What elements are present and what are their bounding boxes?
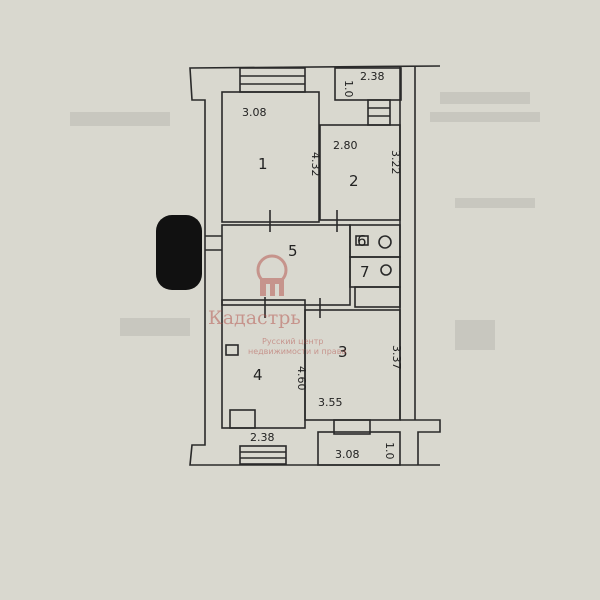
room-1-label: 1 bbox=[258, 155, 268, 173]
watermark-brand: Кадастрь bbox=[208, 307, 301, 329]
watermark-emblem bbox=[256, 254, 288, 296]
bathtub bbox=[354, 286, 401, 308]
room-4-length-dimension: 4.60 bbox=[295, 366, 308, 391]
room-3-length-dimension: 3.37 bbox=[390, 345, 403, 370]
room-3-label: 3 bbox=[338, 343, 348, 361]
watermark-subtitle-2: недвижимости и права bbox=[248, 347, 346, 356]
balcony-top-width-dimension: 2.38 bbox=[360, 70, 385, 83]
balcony-top-depth-dimension: 1.0 bbox=[342, 80, 355, 98]
stove-icon bbox=[229, 409, 256, 429]
room-1-length-dimension: 4.32 bbox=[309, 152, 322, 177]
sink-icon bbox=[378, 235, 392, 249]
bottom-window bbox=[239, 445, 287, 465]
balcony-bottom-depth-dimension: 1.0 bbox=[383, 442, 396, 460]
balcony-bottom-width-dimension: 3.08 bbox=[335, 448, 360, 461]
background-traces bbox=[70, 92, 540, 350]
top-window bbox=[239, 67, 306, 93]
room-2-outline bbox=[319, 124, 401, 221]
outer-wall bbox=[189, 65, 441, 466]
balcony-bottom-door bbox=[333, 419, 371, 435]
room-1-width-dimension: 3.08 bbox=[242, 106, 267, 119]
room-2-label: 2 bbox=[349, 172, 359, 190]
room-2-width-dimension: 2.80 bbox=[333, 139, 358, 152]
redaction-mark bbox=[156, 215, 202, 290]
room-4-outline bbox=[221, 299, 306, 429]
floor-plan bbox=[189, 65, 441, 466]
balcony-top-door bbox=[367, 99, 391, 126]
room-6-label: 6 bbox=[357, 232, 367, 250]
kitchen-sink-icon bbox=[225, 344, 239, 356]
washbasin-icon bbox=[355, 235, 369, 246]
toilet-icon bbox=[380, 264, 392, 276]
room-4-width-dimension: 2.38 bbox=[250, 431, 275, 444]
room-3-width-dimension: 3.55 bbox=[318, 396, 343, 409]
balcony-bottom bbox=[317, 431, 401, 466]
right-wall-bottom bbox=[400, 419, 441, 465]
room-2-length-dimension: 3.22 bbox=[389, 150, 402, 175]
room-7-label: 7 bbox=[360, 263, 370, 281]
room-5-label: 5 bbox=[288, 242, 298, 260]
room-4-label: 4 bbox=[253, 366, 263, 384]
watermark-subtitle-1: Русский центр bbox=[262, 337, 323, 346]
